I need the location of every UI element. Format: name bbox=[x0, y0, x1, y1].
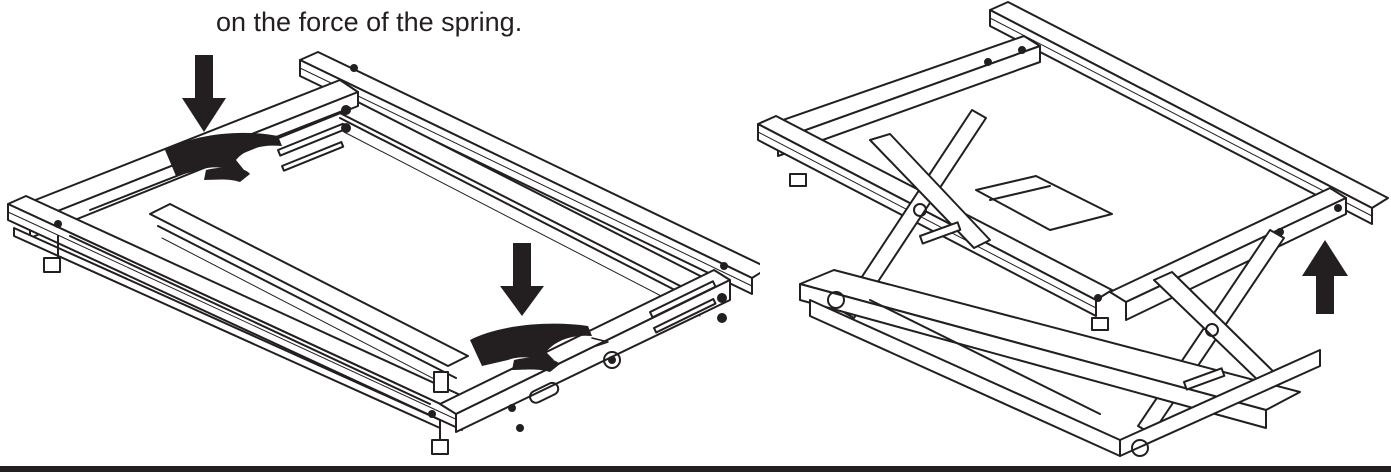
top-back-rail bbox=[989, 1, 1389, 225]
arrow-down-left bbox=[182, 55, 226, 132]
hand-right bbox=[470, 323, 592, 372]
caption-line: on the force of the spring. bbox=[216, 7, 523, 37]
base-springs bbox=[918, 221, 1226, 391]
leveling-feet bbox=[789, 173, 1109, 331]
back-rail bbox=[299, 51, 760, 295]
arrow-down-right bbox=[500, 243, 544, 316]
base-frame bbox=[799, 269, 1321, 457]
front-rail bbox=[7, 195, 481, 431]
scissor-arms-left bbox=[839, 109, 991, 319]
right-cross-member bbox=[439, 269, 731, 433]
arrow-up bbox=[1302, 240, 1348, 314]
raised-frame-illustration bbox=[757, 1, 1389, 457]
bottom-rule bbox=[0, 466, 1391, 472]
hand-left bbox=[165, 132, 282, 182]
front-roller-bar bbox=[149, 203, 469, 393]
leveling-feet bbox=[43, 235, 449, 455]
middle-platform bbox=[975, 175, 1113, 231]
lowered-frame-illustration bbox=[7, 51, 760, 455]
